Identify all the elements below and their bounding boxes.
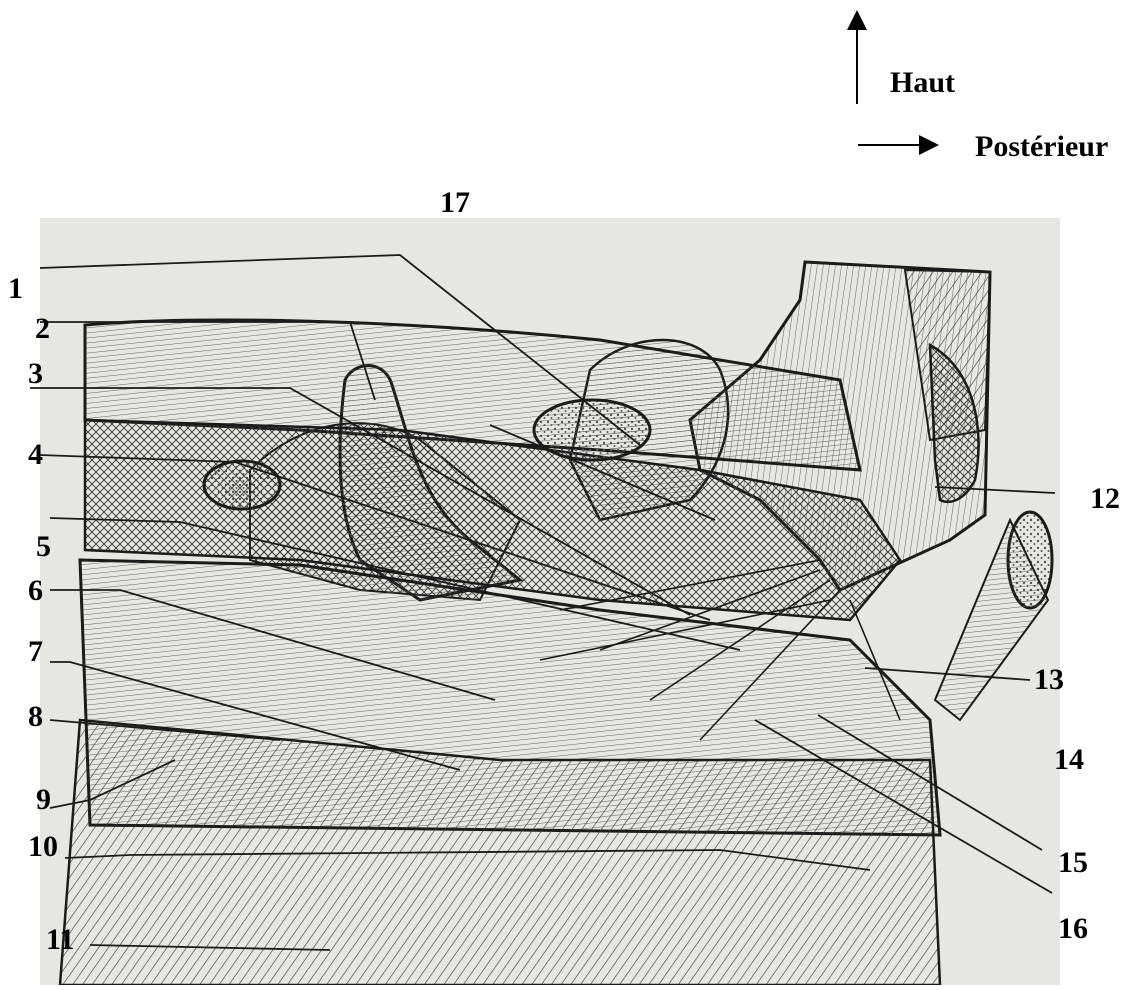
label-12: 12: [1090, 484, 1120, 514]
cut-stump-small: [204, 461, 280, 509]
label-15: 15: [1058, 848, 1088, 878]
label-3: 3: [28, 359, 43, 389]
label-17: 17: [440, 188, 470, 218]
label-5: 5: [36, 532, 51, 562]
label-7: 7: [28, 637, 43, 667]
posterior-label: Postérieur: [975, 132, 1108, 162]
label-6: 6: [28, 576, 43, 606]
label-11: 11: [46, 925, 74, 955]
label-10: 10: [28, 832, 58, 862]
label-16: 16: [1058, 914, 1088, 944]
label-8: 8: [28, 702, 43, 732]
label-2: 2: [35, 314, 50, 344]
label-4: 4: [28, 440, 43, 470]
label-1: 1: [8, 274, 23, 304]
label-13: 13: [1034, 665, 1064, 695]
label-9: 9: [36, 785, 51, 815]
label-14: 14: [1054, 745, 1084, 775]
up-label: Haut: [890, 68, 955, 98]
